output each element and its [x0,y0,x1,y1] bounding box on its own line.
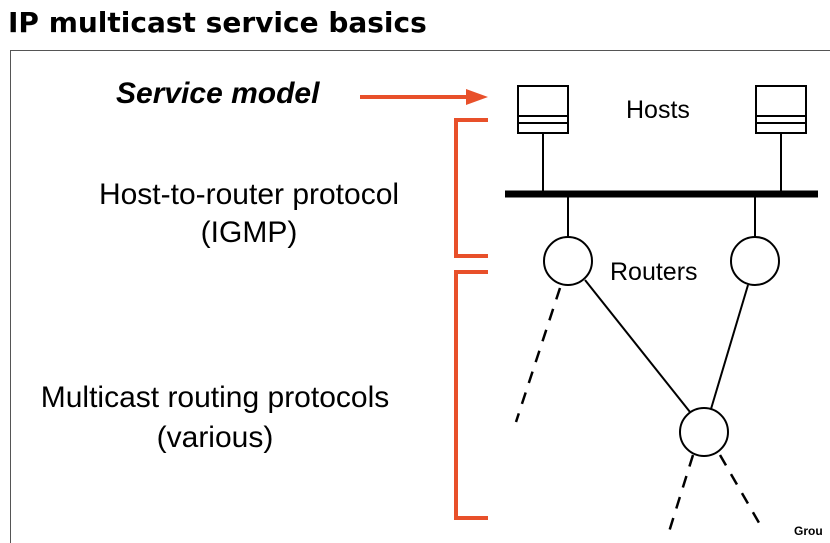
routing-protocols-line2: (various) [156,421,274,454]
routing-protocols-line1: Multicast routing protocols [40,381,390,414]
router-right-to-bottom-link [710,284,749,410]
dashed-link-bottom-left [666,454,695,536]
slide-title: IP multicast service basics [8,6,427,39]
service-model-label: Service model [116,77,320,110]
dashed-link-bottom-right [718,454,764,529]
slide-frame [10,50,830,543]
routing-bracket [454,270,488,520]
igmp-bracket [454,118,488,258]
router-icon-left [543,236,593,286]
footer-text: Grou [794,524,823,538]
router-icon-bottom [679,407,729,457]
hosts-label: Hosts [626,96,690,124]
host-protocol-line2: (IGMP) [200,216,298,249]
host-protocol-line1: Host-to-router protocol [98,178,400,211]
host-icon-right [755,85,807,134]
routing-protocols-label: Multicast routing protocols (various) [14,378,416,458]
routers-label: Routers [610,258,698,286]
service-model-arrow [360,89,488,105]
router-icon-right [730,236,780,286]
router-left-to-bottom-link [584,279,691,413]
dashed-link-left [514,287,562,423]
host-protocol-label: Host-to-router protocol (IGMP) [75,176,423,252]
host-icon-left [517,85,569,134]
